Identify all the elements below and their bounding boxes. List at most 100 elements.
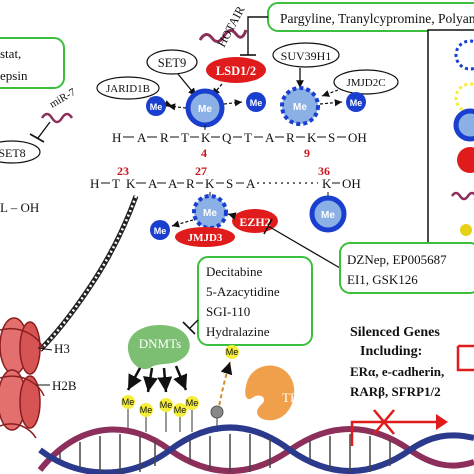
drug-box-left [0, 37, 65, 89]
mir7-rna-icon [40, 112, 74, 124]
pos-27: 27 [195, 164, 207, 178]
legend-yellow-dot-icon [460, 224, 472, 236]
jmjd3-label: JMJD3 [188, 232, 223, 244]
svg-text:S: S [328, 130, 335, 145]
blocked-arrow-head [436, 414, 448, 430]
h4-fragment: L – OH [0, 200, 39, 215]
me-dna-4: Me [173, 403, 187, 417]
svg-text:T: T [244, 130, 252, 145]
svg-text:OH: OH [342, 176, 361, 191]
h3-sequence-bottom: H T K A A R K S A K OH [90, 176, 361, 191]
drug-ezh2-text-2: EI1, GSK126 [347, 272, 418, 287]
svg-text:A: A [137, 130, 147, 145]
ezh2-arrow [227, 212, 237, 220]
svg-text:Q: Q [222, 130, 232, 145]
dna-methyl-groups: Me Me Me Me Me [121, 395, 199, 432]
inhibit-bar-ezh2 [263, 218, 273, 235]
me-dna-3: Me [159, 398, 173, 412]
set9-label: SET9 [158, 56, 186, 70]
svg-text:R: R [160, 130, 169, 145]
drug-dnmt-text-1: Decitabine [206, 264, 263, 279]
unmethylated-cytosine-icon [210, 405, 224, 419]
inhibit-line-dnmt [189, 319, 199, 329]
k4-left-arrow [167, 103, 187, 111]
h3-label: H3 [54, 341, 70, 356]
gene-promoter-arrow-icon [456, 344, 474, 372]
svg-text:Me: Me [174, 405, 187, 415]
tets-enzyme-shape [245, 365, 295, 421]
hotair-label: HOTAIR [214, 4, 247, 50]
svg-text:Me: Me [150, 102, 163, 112]
svg-text:K: K [307, 130, 317, 145]
legend-symbols [450, 39, 474, 236]
silenced-title-2: Including: [360, 344, 422, 359]
legend-yellow-dashed-icon [454, 82, 474, 114]
h2b-label: H2B [52, 378, 77, 393]
me-dna-5: Me [185, 396, 199, 410]
me-dna-1: Me [121, 395, 135, 409]
me-k36-mark: Me [309, 195, 347, 233]
h3-sequence-top: H A R T K Q T A R K S OH [112, 130, 367, 145]
svg-text:H: H [112, 130, 121, 145]
suv39h1-node [272, 42, 340, 68]
drug-ezh2-text-1: DZNep, EP005687 [347, 252, 447, 267]
lsd-arrow [211, 83, 223, 97]
jarid1b-label: JARID1B [106, 83, 150, 95]
drug-box-ezh2 [339, 242, 474, 294]
dnmts-enzyme-shape [127, 325, 190, 370]
mir7-inhibit-line [37, 121, 51, 139]
svg-text:K: K [201, 130, 211, 145]
h3-pointer [37, 347, 53, 351]
svg-text:R: R [186, 176, 195, 191]
legend-blue-dashed-icon [454, 39, 474, 71]
histone-nucleosome-icon [0, 317, 45, 439]
svg-text:Me: Me [321, 210, 335, 221]
hotair-rna-icon [198, 29, 248, 43]
jmjd2c-label: JMJD2C [346, 77, 385, 89]
lsd-label: LSD1/2 [216, 64, 256, 78]
ezh2-label: EZH2 [239, 215, 270, 229]
ezh2-node [232, 209, 278, 233]
me-k27-mark: Me [192, 194, 228, 230]
legend-wave-icon [450, 191, 474, 201]
svg-text:Me: Me [350, 98, 363, 108]
lsd-node [206, 57, 266, 83]
svg-text:Me: Me [140, 405, 153, 415]
svg-text:T: T [181, 130, 189, 145]
jmjd3-node [175, 227, 235, 247]
dnmt-arrows [126, 365, 188, 393]
svg-text:Me: Me [203, 208, 217, 219]
jmjd2c-arrow [321, 89, 339, 97]
svg-text:Me: Me [186, 398, 199, 408]
drug-left-text-1: stat, [0, 46, 21, 61]
cross-icon [373, 409, 395, 435]
me-k27-product-mark: Me [150, 220, 170, 240]
svg-text:K: K [126, 176, 136, 191]
svg-text:A: A [148, 176, 158, 191]
svg-text:A: A [246, 176, 256, 191]
me-tet-mark: Me [225, 345, 239, 359]
svg-text:K: K [322, 176, 332, 191]
dnmts-label: DNMTs [139, 336, 181, 351]
drug-box-dnmt [197, 256, 313, 346]
set9-node [146, 49, 198, 75]
set8-node [0, 140, 41, 164]
svg-text:Me: Me [160, 400, 173, 410]
me-k4-left-mark: Me [146, 96, 166, 116]
svg-text:R: R [286, 130, 295, 145]
me-k9-mark: Me [280, 86, 320, 126]
svg-text:T: T [112, 176, 120, 191]
suv39h1-label: SUV39H1 [281, 49, 332, 63]
legend-blue-circle-icon [453, 108, 474, 142]
svg-text:Me: Me [198, 104, 212, 115]
me-k4-product-mark: Me [246, 92, 266, 112]
silenced-gene-2: RARβ, SFRP1/2 [350, 384, 441, 399]
tet-demethyl-arrow [217, 361, 233, 413]
pos-9: 9 [304, 146, 310, 160]
me-k9-product-mark: Me [346, 92, 366, 112]
dna-helix-icon [37, 424, 474, 474]
svg-text:Me: Me [250, 98, 263, 108]
pos-4: 4 [201, 146, 207, 160]
